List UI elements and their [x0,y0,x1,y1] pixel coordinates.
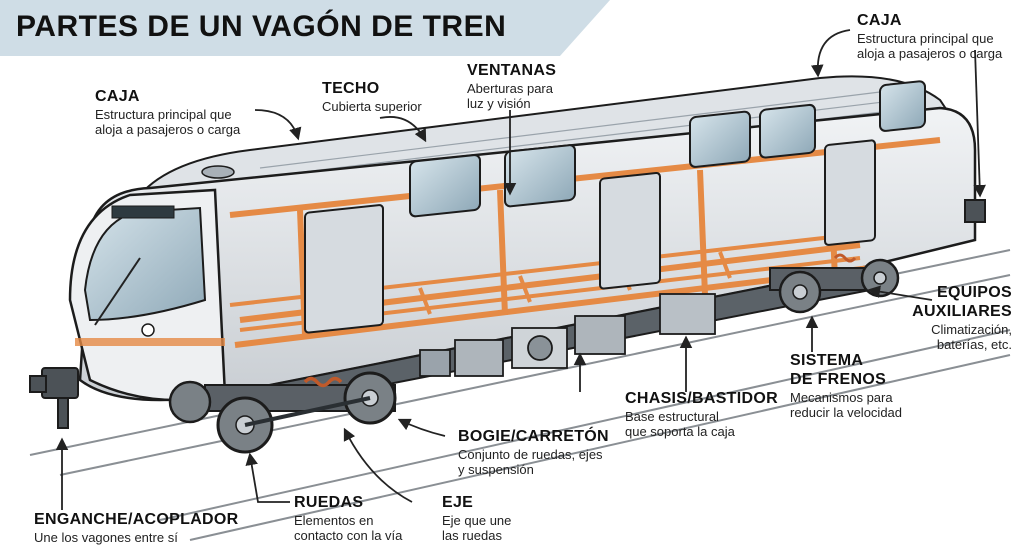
label-frenos-desc2: reducir la velocidad [790,405,903,421]
label-bogie: BOGIE/CARRETÓN Conjunto de ruedas, ejes … [458,428,609,478]
label-caja-left-desc1: Estructura principal que [95,106,232,122]
front-windshield [83,206,207,322]
label-sistema-frenos: SISTEMA DE FRENOS Mecanismos para reduci… [790,352,902,420]
label-enganche-desc1: Une los vagones entre sí [34,529,178,545]
doors [304,139,876,334]
wiper [94,257,141,326]
label-chasis-name: CHASIS/BASTIDOR [625,390,778,407]
page-title: PARTES DE UN VAGÓN DE TREN [16,10,507,43]
label-eje-desc1: Eje que une [442,512,512,528]
auxiliary-equipment [419,293,716,377]
bogie-front [168,371,397,454]
label-frenos-desc1: Mecanismos para [790,389,893,405]
label-caja-left: CAJA Estructura principal que aloja a pa… [95,88,240,138]
roof-vent [201,165,235,179]
label-eje-desc2: las ruedas [442,528,502,544]
label-techo-desc1: Cubierta superior [322,98,422,114]
label-caja-right-desc2: aloja a pasajeros o carga [857,46,1003,62]
destination-display [111,205,175,219]
label-bogie-desc1: Conjunto de ruedas, ejes [458,446,603,462]
label-ventanas: VENTANAS Aberturas para luz y visión [467,62,556,112]
label-frenos-name2: DE FRENOS [790,370,887,388]
label-ventanas-desc2: luz y visión [467,96,531,112]
label-eje-name: EJE [442,494,474,511]
label-caja-left-desc2: aloja a pasajeros o carga [95,122,241,138]
front-stripe [75,338,225,346]
label-caja-left-name: CAJA [95,88,140,105]
label-caja-right-name: CAJA [857,12,902,29]
label-ruedas: RUEDAS Elementos en contacto con la vía [294,494,402,544]
label-chasis-desc1: Base estructural [625,408,719,424]
label-ruedas-name: RUEDAS [294,494,364,511]
label-equipos-auxiliares: EQUIPOS AUXILIARES Climatización, baterí… [912,284,1012,352]
leader-lines [55,29,986,510]
label-ventanas-name: VENTANAS [467,62,557,79]
label-bogie-name: BOGIE/CARRETÓN [458,428,609,445]
label-ventanas-desc1: Aberturas para [467,80,553,96]
label-bogie-desc2: y suspensión [458,462,534,478]
label-caja-right-desc1: Estructura principal que [857,30,994,46]
label-equipos-name2: AUXILIARES [912,302,1012,320]
side-windows [409,80,926,218]
label-frenos-name1: SISTEMA [790,352,864,369]
label-techo: TECHO Cubierta superior [322,80,422,114]
label-ruedas-desc1: Elementos en [294,512,374,528]
label-ruedas-desc2: contacto con la vía [294,528,403,544]
label-enganche: ENGANCHE/ACOPLADOR Une los vagones entre… [34,511,239,545]
label-eje: EJE Eje que une las ruedas [442,494,511,544]
label-chasis-desc2: que soporta la caja [625,424,735,440]
label-equipos-desc1: Climatización, [931,321,1012,337]
coupler [29,367,79,429]
label-enganche-name: ENGANCHE/ACOPLADOR [34,511,239,528]
title-band [0,0,610,56]
label-chasis: CHASIS/BASTIDOR Base estructural que sop… [625,390,778,440]
label-equipos-desc2: baterías, etc. [936,337,1012,353]
headlight [141,323,155,337]
label-equipos-name1: EQUIPOS [936,284,1012,301]
rear-coupler [964,199,986,223]
label-caja-right: CAJA Estructura principal que aloja a pa… [857,12,1002,62]
label-techo-name: TECHO [322,80,380,97]
